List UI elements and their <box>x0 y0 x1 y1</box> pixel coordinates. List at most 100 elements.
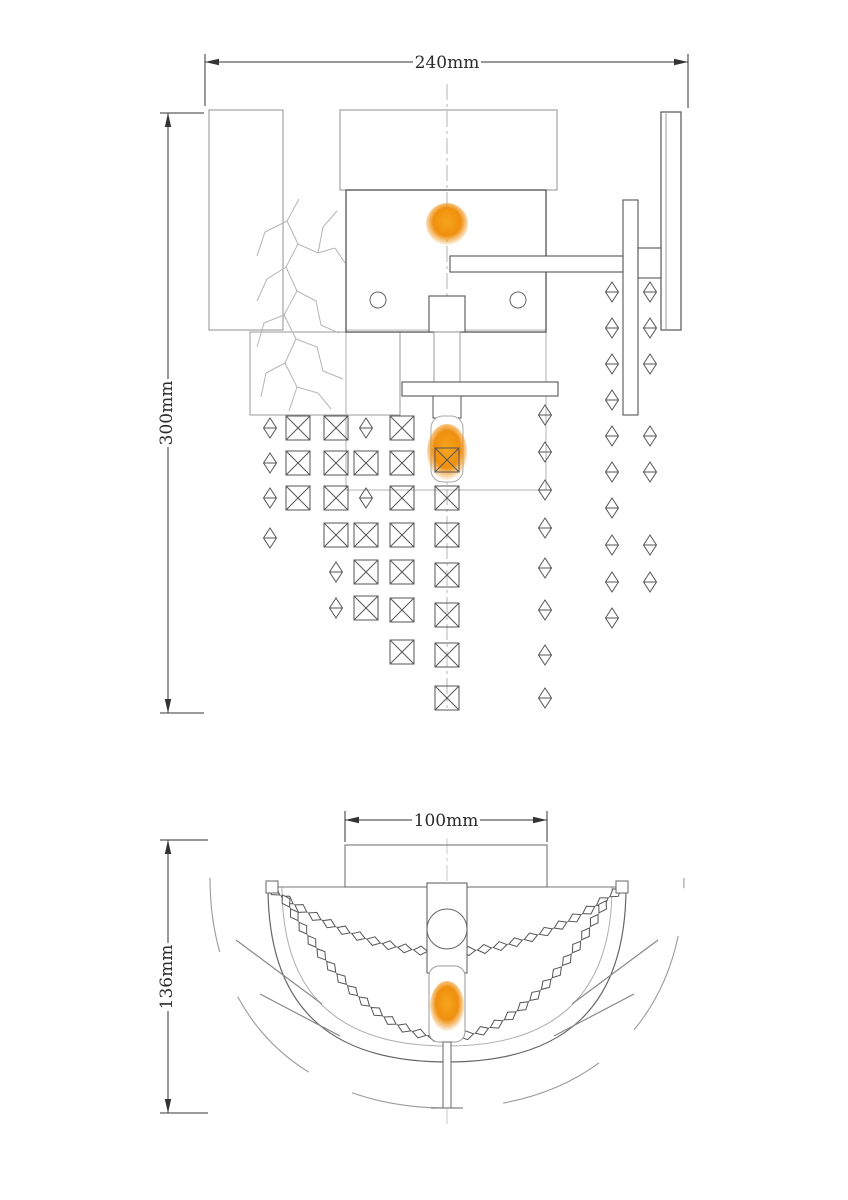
crystal-drop <box>538 599 552 621</box>
crystal-drop <box>359 487 373 509</box>
arrowhead <box>164 1099 172 1113</box>
crystal-drop <box>359 417 373 439</box>
chain-bead <box>473 1023 491 1038</box>
crystal-drop <box>538 404 552 426</box>
mounting-arm <box>449 255 624 273</box>
crystal-drop <box>643 571 657 593</box>
chain-bead <box>586 911 603 930</box>
crystal-drop <box>643 353 657 375</box>
left-back-panel <box>208 109 284 331</box>
crystal-square <box>389 450 415 476</box>
screw-hole-right <box>509 291 527 309</box>
crystal-drop <box>643 425 657 447</box>
crystal-drop <box>643 317 657 339</box>
arrowhead <box>164 699 172 713</box>
bottom-depth-dimension-label: 136mm <box>157 945 177 1010</box>
chain-bead <box>312 945 330 964</box>
chain-bead <box>514 997 532 1015</box>
chain-bead <box>396 942 413 955</box>
chain-bead <box>365 934 383 948</box>
crystal-square <box>285 415 311 441</box>
crystal-drop <box>605 607 619 629</box>
crystal-drop <box>538 479 552 501</box>
crystal-drop <box>538 687 552 709</box>
bottom-plan-view <box>209 838 685 1125</box>
bulb-glow-top <box>426 203 468 245</box>
chain-bead <box>367 1003 386 1020</box>
crystal-drop <box>538 557 552 579</box>
chain-bead <box>548 963 566 982</box>
crystal-drop <box>605 425 619 447</box>
crystal-square <box>353 559 379 585</box>
arrowhead <box>674 58 688 66</box>
crackle-glass-texture <box>256 198 346 412</box>
chain-bead <box>349 928 368 944</box>
chain-bead <box>551 917 570 933</box>
plan-socket-circle <box>426 908 468 950</box>
front-height-dimension-label: 300mm <box>157 381 177 446</box>
chain-bead <box>568 938 585 956</box>
wall-mount-plate <box>660 111 682 331</box>
chain-bead <box>522 930 540 945</box>
arrowhead <box>205 58 219 66</box>
crystal-square <box>323 415 349 441</box>
chain-bead <box>491 939 509 953</box>
crystal-square <box>323 522 349 548</box>
crystal-drop <box>605 497 619 519</box>
bulb-glow-center <box>427 424 467 480</box>
crystal-support-bar <box>401 381 559 397</box>
crystal-drop <box>605 534 619 556</box>
chain-bead <box>487 1016 506 1032</box>
arrowhead <box>164 113 172 127</box>
chain-bead <box>537 924 555 939</box>
crystal-drop <box>643 534 657 556</box>
stem-socket <box>428 295 466 333</box>
chain-bead <box>334 922 353 938</box>
crystal-drop <box>263 487 277 509</box>
support-spokes <box>235 939 659 1037</box>
crystal-drop <box>605 571 619 593</box>
crystal-drop <box>643 281 657 303</box>
crystal-square <box>353 450 379 476</box>
crystal-drop <box>605 281 619 303</box>
chain-bead <box>395 1020 413 1036</box>
crystal-square <box>389 522 415 548</box>
chain-bead <box>305 908 324 925</box>
chain-bead <box>380 938 398 952</box>
crystal-square <box>285 450 311 476</box>
chain-bead <box>577 925 594 943</box>
top-shade-panel <box>339 109 558 191</box>
arrowhead <box>164 840 172 854</box>
chain-bead <box>320 916 338 932</box>
plan-bottom-stem <box>442 1041 452 1109</box>
crystal-drop <box>329 561 343 583</box>
chain-bead <box>294 919 312 937</box>
chain-bead <box>303 932 321 951</box>
bottom-width-dimension-label: 100mm <box>414 811 479 831</box>
crystal-drop <box>263 452 277 474</box>
front-elevation-view <box>208 84 682 711</box>
crystal-square <box>285 485 311 511</box>
chain-bead <box>501 1007 520 1024</box>
crystal-square <box>389 597 415 623</box>
crystal-drop <box>643 461 657 483</box>
crystal-drop <box>329 597 343 619</box>
arrowhead <box>345 816 359 824</box>
chain-bead <box>381 1012 399 1029</box>
crystal-square <box>389 415 415 441</box>
crystal-drop <box>605 389 619 411</box>
arrowhead <box>533 816 547 824</box>
front-width-dimension-label: 240mm <box>415 53 480 73</box>
crystal-drop <box>605 461 619 483</box>
stem-tube <box>433 331 461 385</box>
dimension-annotations <box>160 54 689 1114</box>
chain-bead <box>412 944 429 957</box>
plan-back-plate <box>344 844 548 888</box>
label-mask <box>157 379 175 447</box>
chain-bead <box>558 951 576 969</box>
crystal-square <box>389 559 415 585</box>
crystal-drop <box>605 317 619 339</box>
chain-bead <box>322 958 340 976</box>
